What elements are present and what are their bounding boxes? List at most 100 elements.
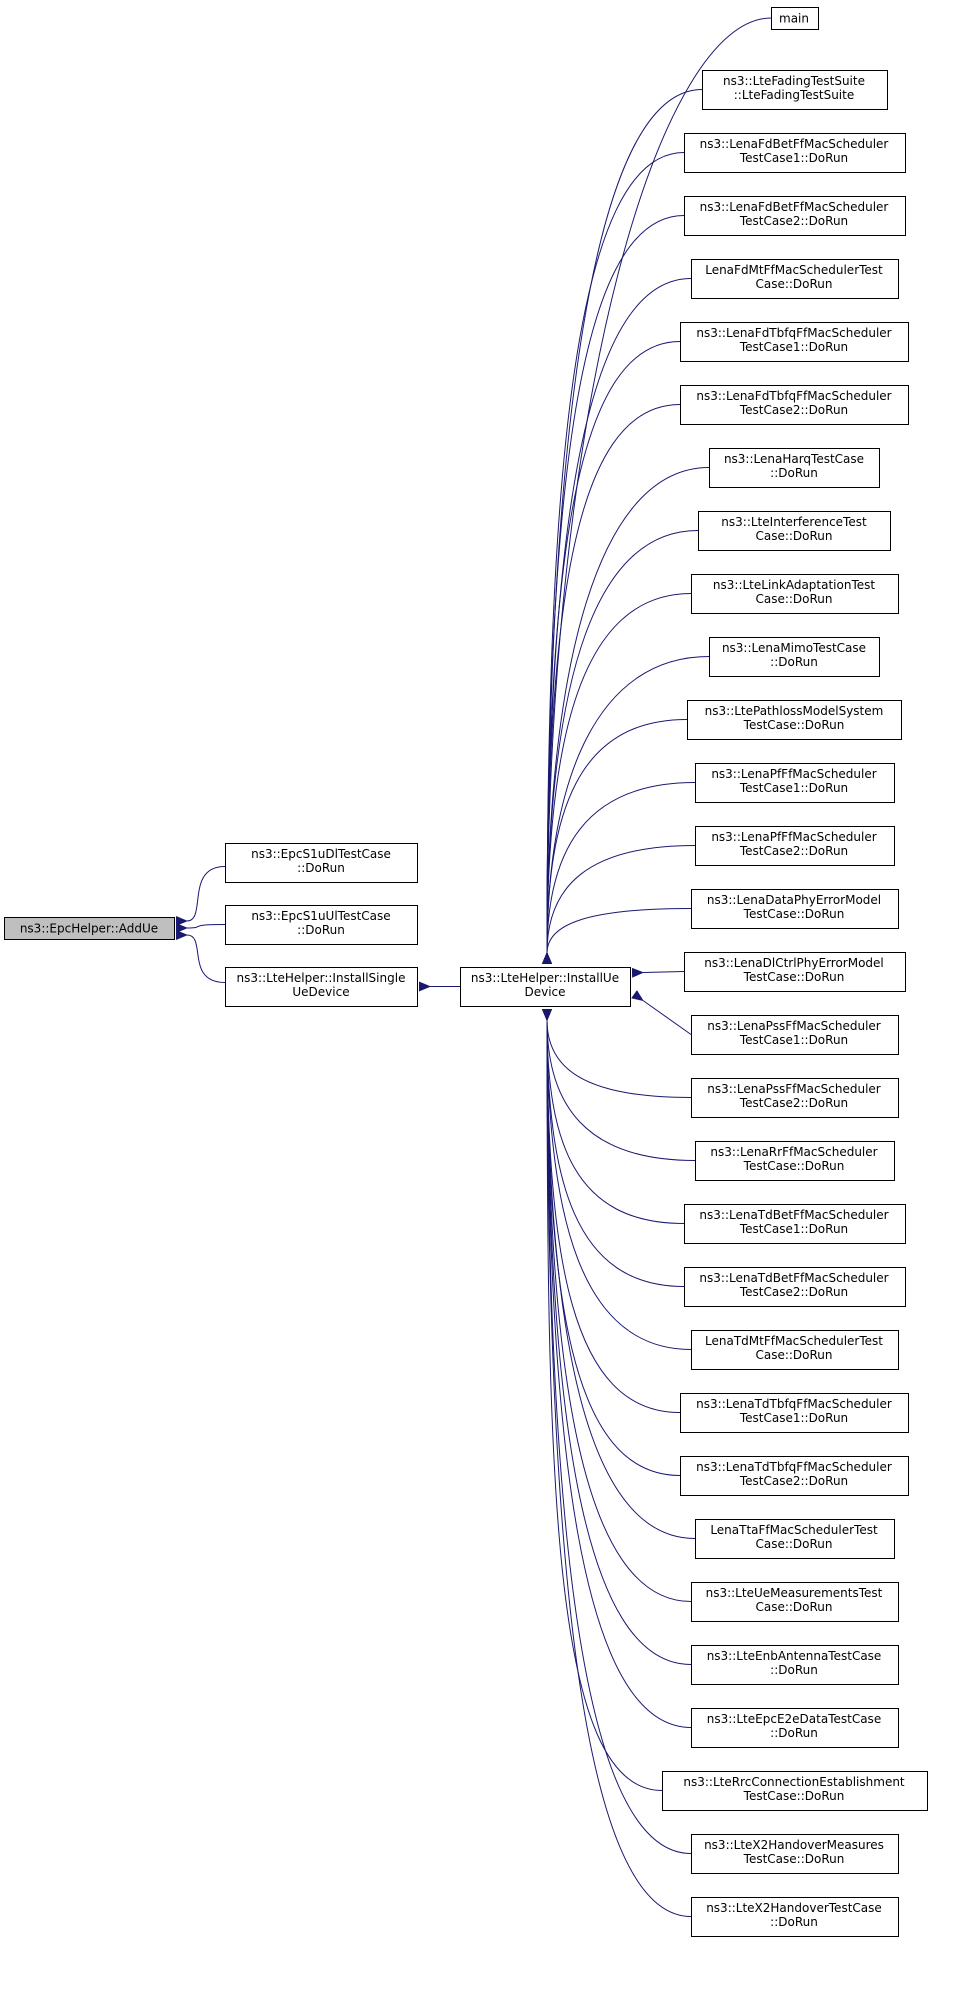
node-caller-31-label-line-1: ns3::LteX2HandoverTestCase [706,1901,882,1915]
node-caller-13[interactable]: ns3::LenaPfFfMacSchedulerTestCase1::DoRu… [695,763,895,803]
node-caller-28-box [691,1708,899,1748]
edge-caller-10-to-installue [541,593,692,965]
node-caller-6[interactable]: ns3::LenaFdTbfqFfMacSchedulerTestCase1::… [680,322,909,362]
edge-caller-4-to-installue [541,215,685,965]
edge-caller-28-to-installue [541,1008,692,1728]
node-caller-31[interactable]: ns3::LteX2HandoverTestCase::DoRun [691,1897,899,1937]
edge-caller-12-to-installue [541,719,688,965]
node-caller-28[interactable]: ns3::LteEpcE2eDataTestCase::DoRun [691,1708,899,1748]
node-caller-2-label-line-1: ns3::LteFadingTestSuite [723,74,865,88]
node-caller-20-label-line-2: TestCase1::DoRun [739,1222,848,1236]
node-single-label-line-1: ns3::LteHelper::InstallSingle [237,971,406,985]
node-caller-10-box [691,574,899,614]
node-caller-25-label-line-1: LenaTtaFfMacSchedulerTest [710,1523,878,1537]
node-caller-23[interactable]: ns3::LenaTdTbfqFfMacSchedulerTestCase1::… [680,1393,909,1433]
node-caller-12[interactable]: ns3::LtePathlossModelSystemTestCase::DoR… [687,700,902,740]
node-s1dl-box [225,843,418,883]
edge-caller-9-to-installue [541,530,699,965]
node-s1ul-label-line-1: ns3::EpcS1uUlTestCase [251,909,390,923]
node-caller-6-label-line-2: TestCase1::DoRun [739,340,848,354]
node-caller-3-label-line-2: TestCase1::DoRun [739,151,848,165]
node-epchelper-addue[interactable]: ns3::EpcHelper::AddUe [4,917,175,940]
edge-caller-13-to-installue [541,782,696,965]
node-caller-3-label-line-1: ns3::LenaFdBetFfMacScheduler [700,137,889,151]
node-caller-18[interactable]: ns3::LenaPssFfMacSchedulerTestCase2::DoR… [691,1078,899,1118]
node-caller-28-label-line-1: ns3::LteEpcE2eDataTestCase [707,1712,881,1726]
edge-level1-1-to-root [175,866,226,927]
node-caller-7[interactable]: ns3::LenaFdTbfqFfMacSchedulerTestCase2::… [680,385,909,425]
node-caller-18-label-line-2: TestCase2::DoRun [739,1096,848,1110]
node-epchelper-addue-box [4,917,175,940]
node-caller-27[interactable]: ns3::LteEnbAntennaTestCase::DoRun [691,1645,899,1685]
node-caller-27-label-line-2: ::DoRun [770,1663,818,1677]
node-caller-5-label-line-1: LenaFdMtFfMacSchedulerTest [705,263,883,277]
node-caller-28-label-line-2: ::DoRun [770,1726,818,1740]
edge-caller-5-to-installue [541,278,692,965]
node-caller-21-box [684,1267,906,1307]
node-caller-13-label-line-1: ns3::LenaPfFfMacScheduler [711,767,876,781]
node-caller-4[interactable]: ns3::LenaFdBetFfMacSchedulerTestCase2::D… [684,196,906,236]
node-lte-installuedevice-label-line-1: ns3::LteHelper::InstallUe [471,971,619,985]
node-caller-3[interactable]: ns3::LenaFdBetFfMacSchedulerTestCase1::D… [684,133,906,173]
node-caller-16[interactable]: ns3::LenaDlCtrlPhyErrorModelTestCase::Do… [684,952,906,992]
node-caller-15-label-line-2: TestCase::DoRun [743,907,845,921]
node-caller-11-label-line-1: ns3::LenaMimoTestCase [722,641,866,655]
node-caller-1-label-line-1: main [779,12,809,26]
node-caller-2[interactable]: ns3::LteFadingTestSuite::LteFadingTestSu… [702,70,888,110]
node-caller-24[interactable]: ns3::LenaTdTbfqFfMacSchedulerTestCase2::… [680,1456,909,1496]
node-caller-15[interactable]: ns3::LenaDataPhyErrorModelTestCase::DoRu… [691,889,899,929]
node-caller-13-label-line-2: TestCase1::DoRun [739,781,848,795]
node-lte-installuedevice-box [460,967,631,1007]
node-caller-20[interactable]: ns3::LenaTdBetFfMacSchedulerTestCase1::D… [684,1204,906,1244]
node-caller-21[interactable]: ns3::LenaTdBetFfMacSchedulerTestCase2::D… [684,1267,906,1307]
node-caller-8-label-line-2: ::DoRun [770,466,818,480]
node-caller-11-box [709,637,880,677]
node-caller-20-box [684,1204,906,1244]
edge-caller-30-to-installue [541,1008,692,1854]
node-caller-27-label-line-1: ns3::LteEnbAntennaTestCase [707,1649,882,1663]
node-caller-8-box [709,448,880,488]
node-caller-24-label-line-2: TestCase2::DoRun [739,1474,848,1488]
node-caller-15-box [691,889,899,929]
node-caller-25-box [695,1519,895,1559]
node-caller-11[interactable]: ns3::LenaMimoTestCase::DoRun [709,637,880,677]
node-caller-31-label-line-2: ::DoRun [770,1915,818,1929]
node-caller-8[interactable]: ns3::LenaHarqTestCase::DoRun [709,448,880,488]
node-caller-14[interactable]: ns3::LenaPfFfMacSchedulerTestCase2::DoRu… [695,826,895,866]
node-s1ul-box [225,905,418,945]
edge-caller-16-to-installue [631,967,685,978]
edge-caller-22-to-installue [541,1008,692,1350]
node-s1ul[interactable]: ns3::EpcS1uUlTestCase::DoRun [225,905,418,945]
node-caller-17[interactable]: ns3::LenaPssFfMacSchedulerTestCase1::DoR… [691,1015,899,1055]
node-caller-9-label-line-1: ns3::LteInterferenceTest [721,515,867,529]
node-caller-30[interactable]: ns3::LteX2HandoverMeasuresTestCase::DoRu… [691,1834,899,1874]
node-caller-21-label-line-2: TestCase2::DoRun [739,1285,848,1299]
node-caller-1-box [771,7,819,30]
node-caller-16-label-line-2: TestCase::DoRun [743,970,845,984]
node-caller-4-box [684,196,906,236]
node-caller-2-box [702,70,888,110]
node-caller-15-label-line-1: ns3::LenaDataPhyErrorModel [707,893,881,907]
node-caller-12-box [687,700,902,740]
node-caller-17-box [691,1015,899,1055]
edge-caller-15-to-installue [541,908,692,965]
node-caller-18-box [691,1078,899,1118]
node-single-label-line-2: UeDevice [292,985,349,999]
graph-nodes: ns3::EpcHelper::AddUe ns3::EpcS1uDlTestCa… [4,7,928,1937]
node-caller-29[interactable]: ns3::LteRrcConnectionEstablishmentTestCa… [662,1771,928,1811]
node-caller-1[interactable]: main [771,7,819,30]
node-caller-5-box [691,259,899,299]
edge-caller-20-to-installue [541,1008,685,1224]
node-caller-22-box [691,1330,899,1370]
node-caller-14-label-line-2: TestCase2::DoRun [739,844,848,858]
node-s1dl[interactable]: ns3::EpcS1uDlTestCase::DoRun [225,843,418,883]
